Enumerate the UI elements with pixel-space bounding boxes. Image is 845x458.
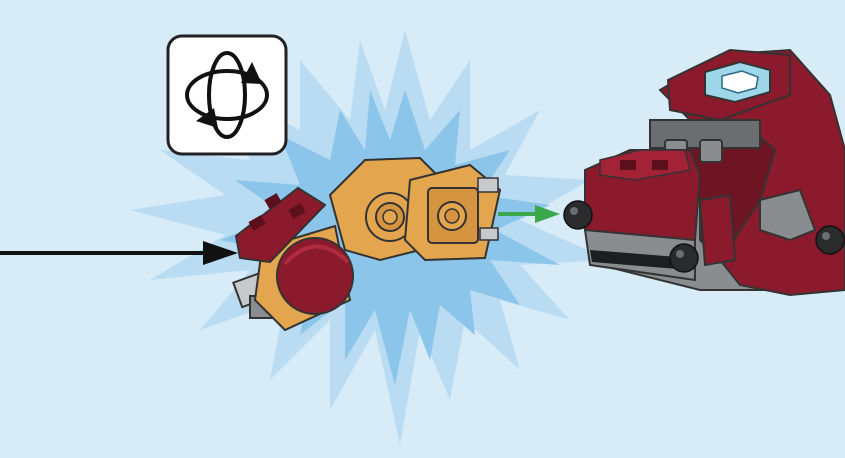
main-model: [563, 48, 845, 297]
insert-arrow-icon: [0, 241, 238, 265]
rotate-model-icon: [166, 34, 288, 156]
attach-arrow-icon: [498, 205, 560, 223]
subassembly-part: [232, 156, 502, 332]
